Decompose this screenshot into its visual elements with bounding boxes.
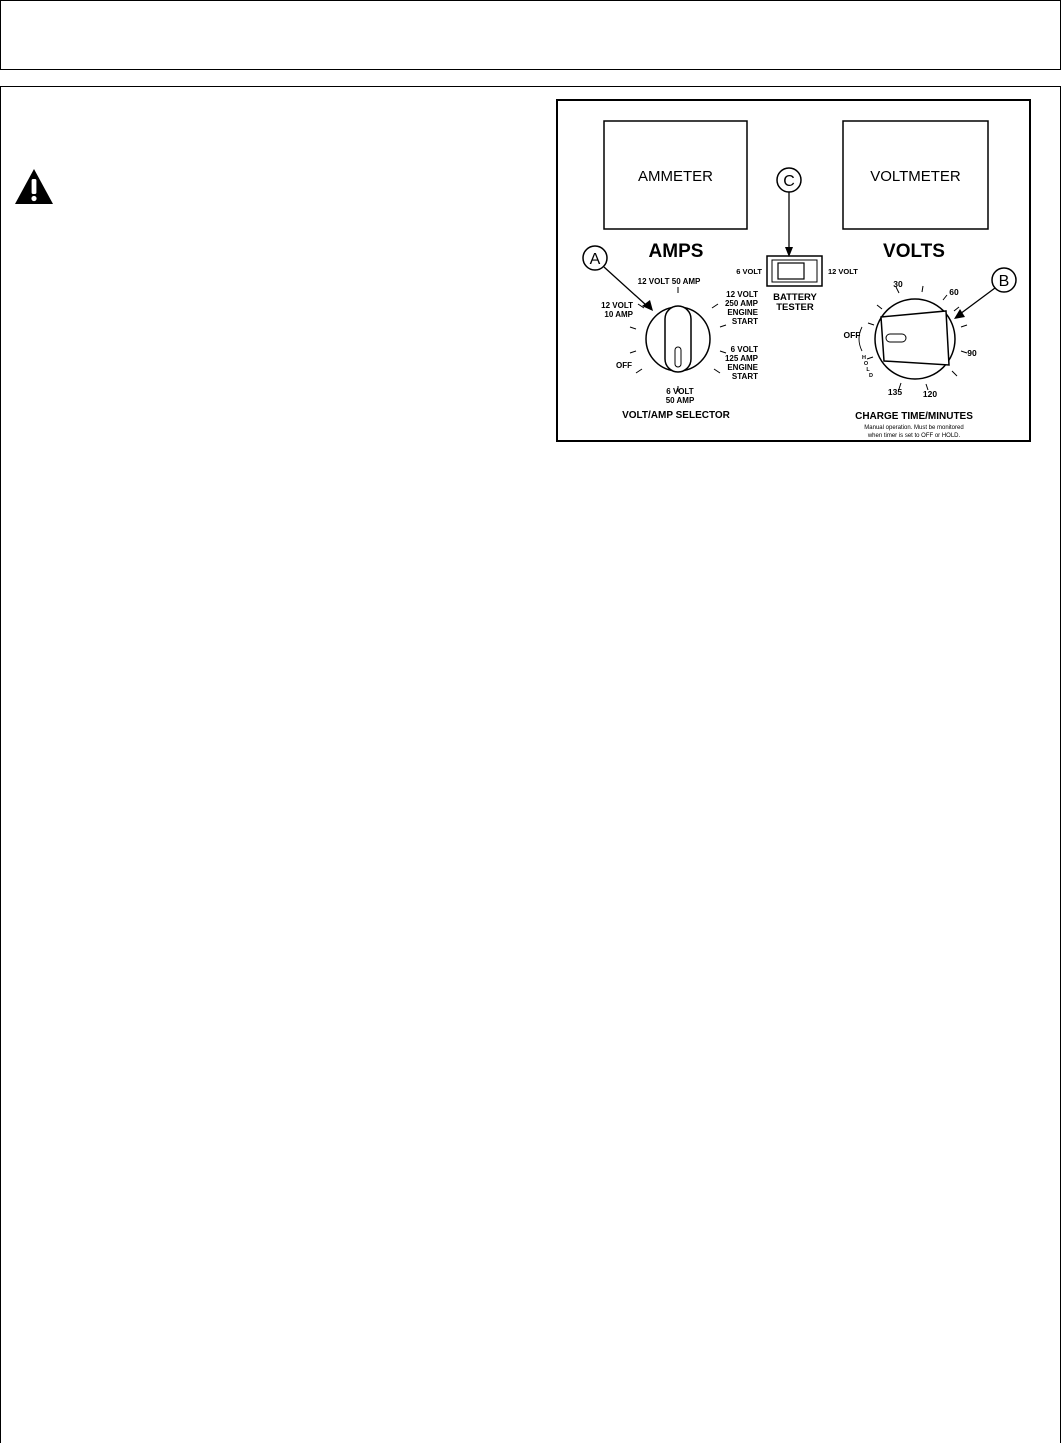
selector-ticks [629,287,727,392]
timer-135: 135 [888,387,902,397]
selector-title: VOLT/AMP SELECTOR [622,410,731,421]
warning-triangle-icon [14,168,54,206]
content-frame [0,86,1061,1443]
volts-heading: VOLTS [883,241,945,262]
selector-pointer [674,346,682,368]
selector-12v-250a-line4: START [732,317,758,326]
timer-off-arc [858,326,863,352]
timer-pointer [885,333,907,343]
selector-12v-250a-line2: 250 AMP [725,299,759,308]
timer-hold-d: D [869,373,873,379]
selector-6v-125a-line3: ENGINE [727,363,758,372]
selector-6v-125a-line4: START [732,372,758,381]
selector-12v-10a-line2: 10 AMP [604,310,633,319]
ammeter-box [603,120,748,230]
voltmeter-box [842,120,989,230]
selector-12v-250a-line3: ENGINE [727,308,758,317]
timer-hold-h: H [862,355,866,361]
timer-ticks [866,285,968,391]
header-frame [0,0,1061,70]
callout-b-leader [959,287,996,315]
timer-knob-grip [880,310,950,366]
tester-12volt-label: 12 VOLT [828,267,858,276]
timer-hold-o: O [864,361,869,367]
tester-name-line1: BATTERY [773,292,817,303]
tester-name-line2: TESTER [776,302,814,313]
callout-c-arrowhead [785,247,793,257]
selector-6v-50a-line2: 50 AMP [666,396,695,405]
timer-30: 30 [893,279,903,289]
selector-6v-125a-line1: 6 VOLT [731,345,759,354]
selector-knob-grip [664,305,692,373]
battery-charger-panel-figure: AMMETER VOLTMETER AMPS VOLTS 6 VOLT 12 V… [556,99,1031,442]
timer-note-line1: Manual operation. Must be monitored [864,425,963,431]
selector-6v-125a-line2: 125 AMP [725,354,759,363]
battery-tester-rocker [777,262,805,280]
callout-a-arrowhead [642,300,653,311]
callout-b-arrowhead [954,309,965,319]
selector-12v-10a-line1: 12 VOLT [601,301,633,310]
amps-heading: AMPS [649,241,704,262]
timer-note-line2: when timer is set to OFF or HOLD. [867,433,961,439]
callout-a-label: A [590,251,601,268]
selector-12v-250a-line1: 12 VOLT [726,290,758,299]
timer-120: 120 [923,389,937,399]
ammeter-label: AMMETER [638,168,713,185]
timer-title: CHARGE TIME/MINUTES [855,411,973,422]
timer-60: 60 [949,287,959,297]
timer-off: OFF [844,330,861,340]
timer-90: 90 [967,348,977,358]
voltmeter-label: VOLTMETER [870,168,961,185]
selector-6v-50a-line1: 6 VOLT [666,387,694,396]
selector-12v-50a: 12 VOLT 50 AMP [638,277,701,286]
callout-c-label: C [783,173,795,190]
callout-b-label: B [999,273,1010,290]
tester-6volt-label: 6 VOLT [736,267,762,276]
callout-a [582,245,608,271]
callout-a-leader [603,266,647,306]
callout-b [991,267,1017,293]
selector-off: OFF [616,361,632,370]
timer-hold-l: L [866,367,870,373]
